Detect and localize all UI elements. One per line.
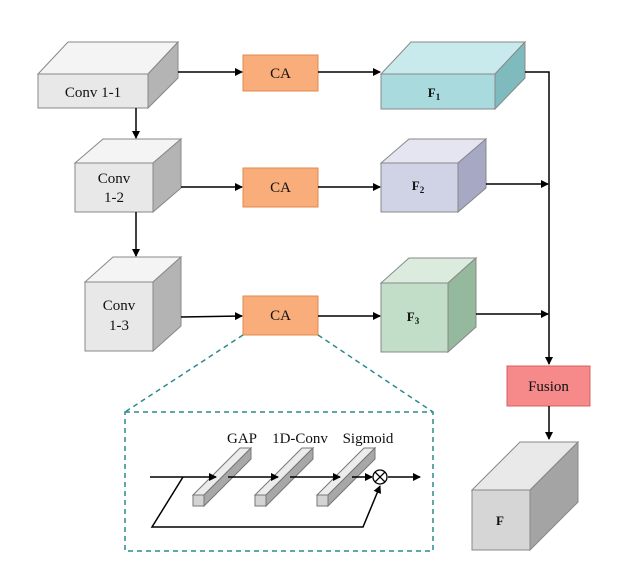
f2-block: F2 xyxy=(379,137,488,214)
fusion-label: Fusion xyxy=(528,379,569,395)
ca-box-2 xyxy=(242,167,319,208)
ca-box-3 xyxy=(242,295,319,336)
sigmoid-slab-front xyxy=(316,494,329,507)
conv1d-slab-front xyxy=(254,494,267,507)
gap-label: GAP xyxy=(227,431,257,447)
conv-1-2-label-line2: 1-2 xyxy=(104,190,124,206)
output-block: F xyxy=(470,440,580,552)
arrow-conv13-to-ca3 xyxy=(180,312,243,321)
ca-detail-frame xyxy=(124,411,434,552)
f3-block: F3 xyxy=(379,256,478,354)
conv-1-1-front xyxy=(37,73,149,109)
fusion-box xyxy=(506,365,591,407)
f2-front xyxy=(380,162,459,213)
sigmoid-slab xyxy=(315,446,377,508)
ca-label-3: CA xyxy=(270,308,291,324)
f3-letter: F xyxy=(407,309,415,324)
conv-1-3-label-line1: Conv xyxy=(103,298,136,314)
ca-block-2: CA xyxy=(242,167,319,208)
conv-1-1-block: Conv 1-1 xyxy=(36,40,180,110)
ca-label-2: CA xyxy=(270,180,291,196)
gap-slab xyxy=(191,446,253,508)
f2-letter: F xyxy=(412,178,420,193)
conv-1-2-label-line1: Conv xyxy=(98,171,131,187)
f3-subscript: 3 xyxy=(415,316,420,326)
sigmoid-label: Sigmoid xyxy=(343,431,394,447)
f3-front xyxy=(380,282,449,353)
zoom-guide-left xyxy=(124,334,244,413)
f1-subscript: 1 xyxy=(436,92,441,102)
conv-1-2-front xyxy=(74,162,154,213)
f2-label: F2 xyxy=(412,178,425,195)
ca-label-1: CA xyxy=(270,66,291,82)
ca-block-3: CA xyxy=(242,295,319,336)
f2-subscript: 2 xyxy=(420,185,425,195)
conv-1-3-front xyxy=(84,281,154,352)
detail-skip-connection xyxy=(150,476,382,528)
conv1d-label: 1D-Conv xyxy=(272,431,328,447)
conv-1-2-block: Conv 1-2 xyxy=(73,137,183,214)
conv-1-3-block: Conv 1-3 xyxy=(83,255,183,353)
f3-label: F3 xyxy=(407,309,420,326)
output-front xyxy=(471,489,531,551)
f1-label: F1 xyxy=(428,85,441,102)
multiply-icon xyxy=(372,469,388,485)
bus-f1-to-fusion xyxy=(525,71,553,365)
conv-1-3-label-line2: 1-3 xyxy=(109,318,129,334)
f1-letter: F xyxy=(428,85,436,100)
conv-1-1-label: Conv 1-1 xyxy=(65,85,121,101)
fusion-block: Fusion xyxy=(506,365,591,407)
ca-box-1 xyxy=(242,54,319,92)
f1-block: F1 xyxy=(379,40,527,111)
f1-front xyxy=(380,73,496,110)
output-label: F xyxy=(496,513,504,528)
gap-slab-front xyxy=(192,494,205,507)
ca-block-1: CA xyxy=(242,54,319,92)
conv1d-slab xyxy=(253,446,315,508)
